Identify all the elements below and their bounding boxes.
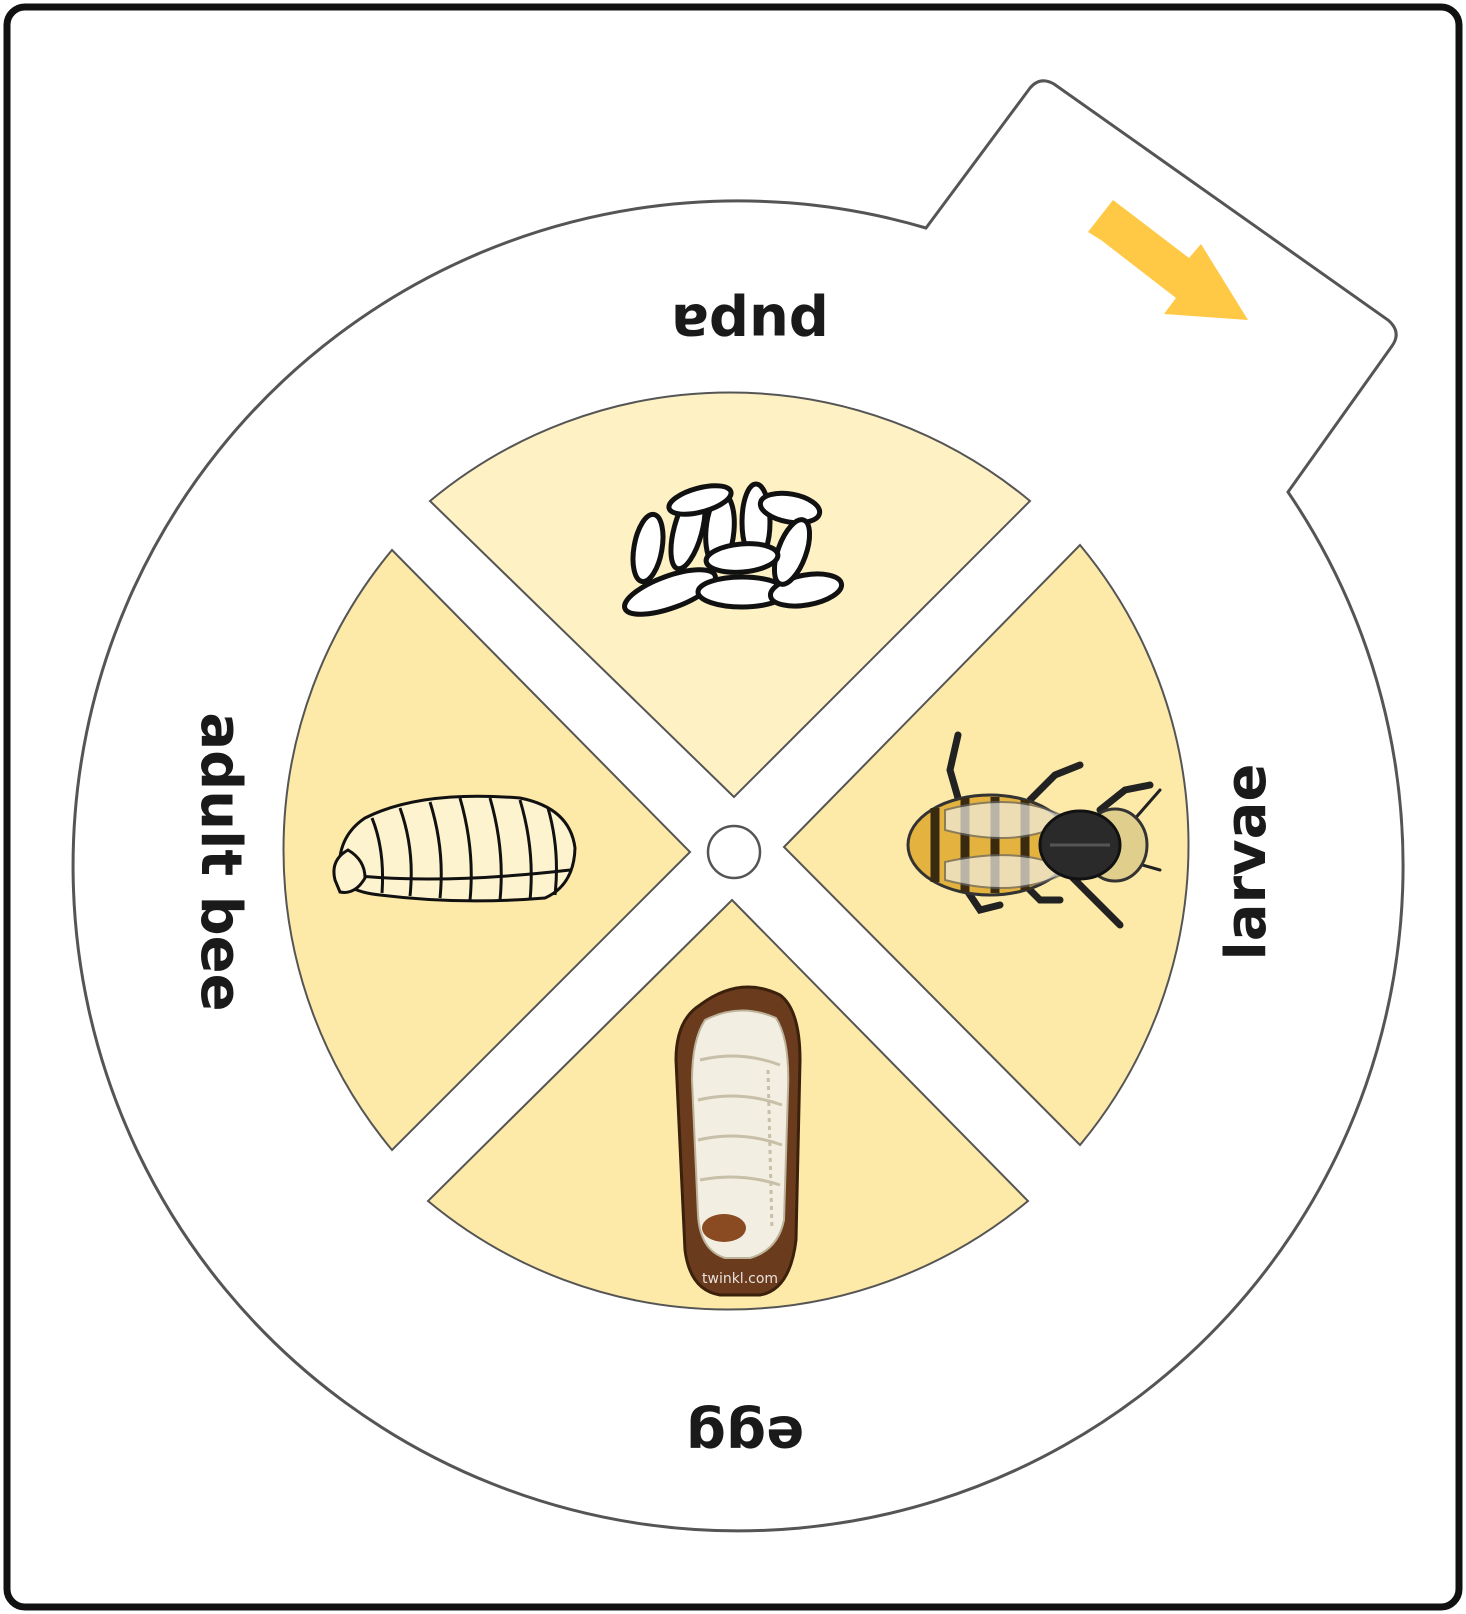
stage-label-larvae: larvae — [1214, 764, 1279, 961]
stage-label-egg: egg — [686, 1403, 804, 1468]
stage-label-pupa: pupa — [671, 291, 829, 356]
center-pin-hole — [708, 826, 760, 878]
watermark: twinkl.com — [702, 1271, 778, 1287]
stage-label-adult-bee: adult bee — [188, 712, 253, 1011]
pupa-in-cell-icon: twinkl.com — [676, 987, 800, 1295]
